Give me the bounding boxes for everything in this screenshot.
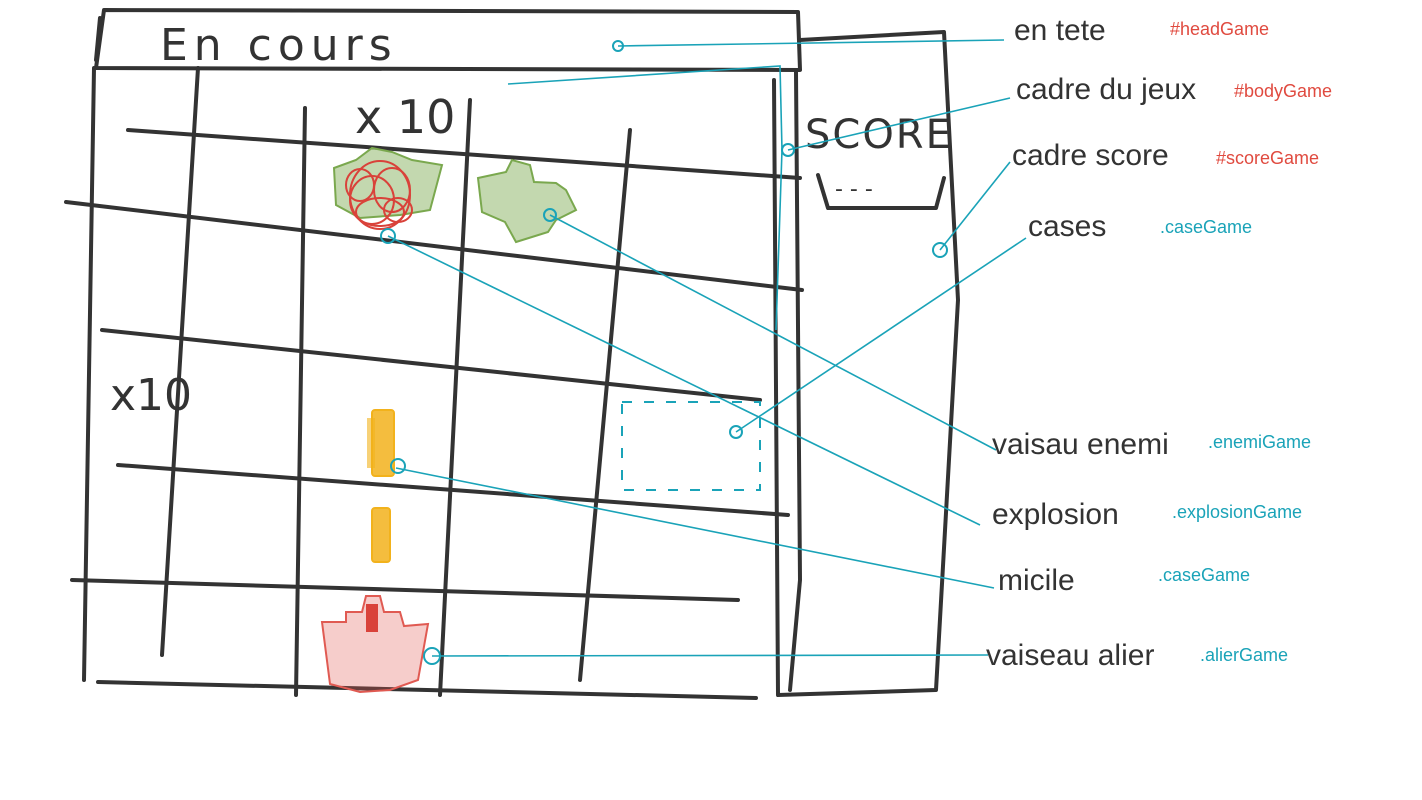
enemy-ship-icon bbox=[476, 158, 578, 244]
connector-missile bbox=[395, 467, 995, 589]
game-frame bbox=[82, 66, 96, 682]
annotation-label-score: cadre score bbox=[1012, 139, 1169, 172]
grid-col-line bbox=[160, 66, 200, 657]
annotation-selector-score: #scoreGame bbox=[1216, 148, 1320, 168]
connector-explosion bbox=[387, 235, 981, 526]
annotation-label-head: en tete bbox=[1014, 14, 1106, 47]
annotation-label-body: cadre du jeux bbox=[1016, 73, 1197, 106]
annotation-selector-ally: .alierGame bbox=[1200, 645, 1289, 665]
score-title: SCORE bbox=[805, 112, 953, 158]
grid-row-line bbox=[126, 128, 802, 180]
missile-icon bbox=[371, 507, 391, 563]
explosion-icon bbox=[345, 160, 413, 230]
connector-enemy bbox=[549, 214, 997, 451]
annotation-label-explosion: explosion bbox=[992, 498, 1119, 531]
ally-ship-icon bbox=[320, 595, 430, 694]
score-box bbox=[816, 173, 946, 210]
header-text: En cours bbox=[160, 20, 398, 71]
annotation-label-enemy: vaisau enemi bbox=[992, 428, 1169, 461]
missile-icon bbox=[367, 409, 395, 477]
annotation-selector-enemy: .enemiGame bbox=[1208, 432, 1312, 452]
connector-score bbox=[939, 161, 1011, 251]
empty-cell-outline bbox=[621, 401, 761, 491]
annotation-label-missile: micile bbox=[998, 564, 1075, 597]
connector-cases bbox=[735, 237, 1027, 433]
annotation-label-ally: vaiseau alier bbox=[986, 639, 1155, 672]
annotation-label-cases: cases bbox=[1028, 210, 1107, 243]
annotation-selector-explosion: .explosionGame bbox=[1172, 502, 1303, 522]
score-value: - - - bbox=[835, 177, 873, 202]
grid-rows-mark: x10 bbox=[110, 370, 192, 421]
annotation-selector-body: #bodyGame bbox=[1234, 81, 1333, 101]
annotation-selector-head: #headGame bbox=[1170, 19, 1270, 39]
connector-head bbox=[617, 39, 1005, 47]
connector-ally bbox=[431, 654, 989, 657]
grid-columns-mark: x 10 bbox=[355, 90, 455, 144]
connector-body bbox=[787, 97, 1011, 151]
annotation-selector-missile: .caseGame bbox=[1158, 565, 1251, 585]
score-frame bbox=[772, 30, 960, 697]
annotation-selector-cases: .caseGame bbox=[1160, 217, 1253, 237]
